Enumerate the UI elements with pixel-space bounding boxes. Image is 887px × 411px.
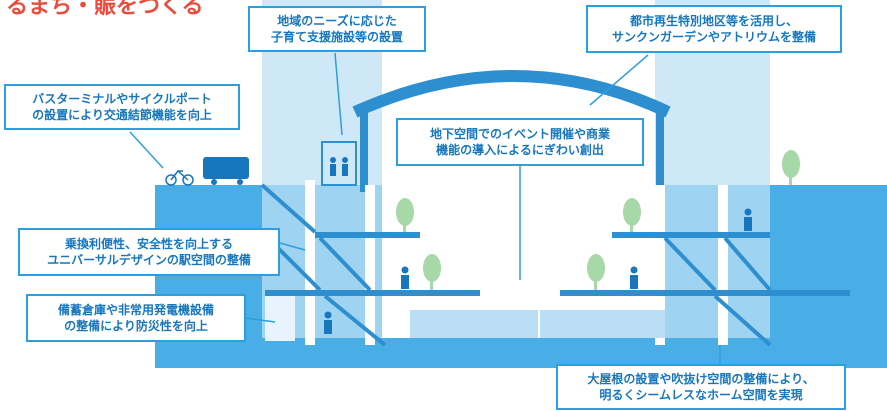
callout-sunken-garden: 都市再生特別地区等を活用し、 サンクンガーデンやアトリウムを整備: [586, 5, 842, 53]
callout-universal-line2: ユニバーサルデザインの駅空間の整備: [47, 253, 251, 267]
escalator-7: [713, 294, 772, 347]
callout-childcare-line2: 子育て支援施設等の設置: [270, 30, 403, 44]
roof-column-right: [656, 112, 664, 192]
underground-right: [655, 185, 770, 345]
callout-bus-line1: バスターミナルやサイクルポート: [32, 92, 212, 106]
column-4: [718, 185, 728, 345]
callout-bus-line2: の設置により交通結節機能を向上: [32, 108, 212, 122]
train-car-right: [540, 310, 665, 338]
callout-childcare-line1: 地域のニーズに応じた: [277, 14, 397, 28]
callout-event-space: 地下空間でのイベント開催や商業 機能の導入によるにぎわい創出: [396, 118, 644, 166]
slab-right-upper: [612, 232, 770, 238]
roof-column-left: [360, 112, 368, 192]
slab-left-lower: [265, 290, 480, 296]
callout-bus-terminal: バスターミナルやサイクルポート の設置により交通結節機能を向上: [4, 84, 240, 130]
callout-universal-line1: 乗換利便性、安全性を向上する: [64, 237, 233, 251]
slab-left-upper: [315, 232, 420, 238]
callout-disaster-line1: 備蓄倉庫や非常用発電機設備: [57, 303, 214, 317]
people-icons: [324, 157, 752, 334]
escalator-1: [260, 183, 317, 234]
train-car-left: [410, 310, 538, 338]
callout-universal-design: 乗換利便性、安全性を向上する ユニバーサルデザインの駅空間の整備: [18, 228, 280, 276]
callout-disaster-prevention: 備蓄倉庫や非常用発電機設備 の整備により防災性を向上: [26, 294, 246, 342]
trees: [396, 150, 800, 290]
storage-room: [265, 296, 295, 341]
slab-right-lower: [560, 290, 850, 296]
column-2: [365, 185, 375, 345]
column-3: [655, 185, 665, 345]
ground-block-right: [770, 185, 887, 345]
callout-sunken-line1: 都市再生特別地区等を活用し、: [629, 14, 798, 28]
callout-disaster-line2: の整備により防災性を向上: [64, 319, 208, 333]
escalator-6: [723, 236, 772, 292]
callout-roof-line1: 大屋根の設置や吹抜け空間の整備により、: [587, 372, 815, 386]
bus-icon: [203, 157, 249, 179]
callout-roof-line2: 明るくシームレスなホーム空間を実現: [599, 388, 803, 402]
callout-childcare: 地域のニーズに応じた 子育て支援施設等の設置: [248, 6, 426, 52]
callout-event-line2: 機能の導入によるにぎわい創出: [436, 143, 604, 157]
callout-big-roof: 大屋根の設置や吹抜け空間の整備により、 明るくシームレスなホーム空間を実現: [556, 364, 846, 410]
escalator-4: [323, 294, 387, 347]
big-roof-arch: [352, 70, 671, 118]
escalator-3: [318, 236, 372, 292]
callout-sunken-line2: サンクンガーデンやアトリウムを整備: [611, 30, 816, 44]
callout-event-line1: 地下空間でのイベント開催や商業: [429, 127, 610, 141]
bicycle-icon: [165, 169, 194, 186]
column-1: [305, 180, 315, 345]
page-heading-partial: るまち・賑をつくる: [6, 0, 204, 19]
childcare-room: [321, 141, 357, 186]
escalator-5: [663, 236, 717, 292]
